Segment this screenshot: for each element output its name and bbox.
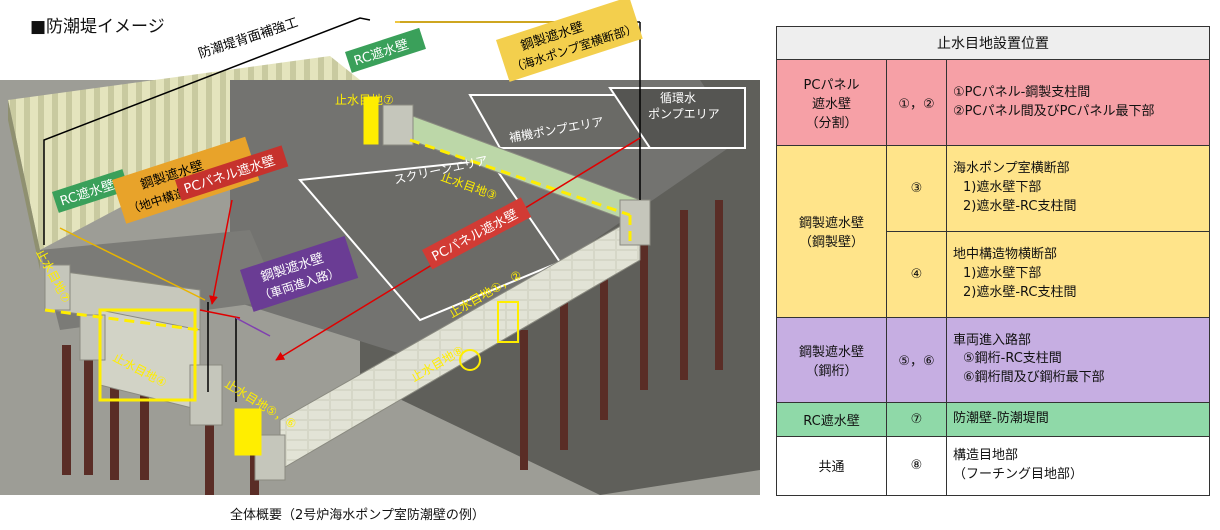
- table-header: 止水目地設置位置: [776, 26, 1210, 60]
- table-row: RC遮水壁 ⑦ 防潮壁‐防潮堤間: [776, 402, 1210, 437]
- row-joint-number: ⑧: [886, 435, 947, 497]
- row-joint-number: ①，②: [886, 58, 947, 147]
- table-row: 共通 ⑧ 構造目地部（フーチング目地部）: [776, 435, 1210, 497]
- rear-reinforcement-label: 防潮堤背面補強工: [196, 14, 300, 61]
- diagram-title: ■防潮堤イメージ: [30, 17, 165, 37]
- rc-wall-label-top: RC遮水壁: [345, 27, 426, 73]
- diagram-caption: 全体概要（2号炉海水ポンプ室防潮壁の例）: [230, 508, 485, 523]
- circ-pump-area-label: 循環水: [660, 91, 696, 105]
- seal-joint-lines: [44, 96, 632, 456]
- steel-wall-pump-label: 鋼製遮水壁 （海水ポンプ室横断部）: [496, 0, 643, 82]
- row-joint-number: ⑦: [886, 402, 947, 437]
- svg-text:ポンプエリア: ポンプエリア: [648, 107, 720, 121]
- row-description: 構造目地部（フーチング目地部）: [946, 435, 1210, 497]
- circ-pump-area: [608, 87, 746, 149]
- joint8-marker: [459, 349, 481, 371]
- row-category: PCパネル遮水壁（分割）: [776, 58, 887, 147]
- row-joint-number: ③: [886, 145, 947, 232]
- breakwater-3d-diagram: RC遮水壁 RC遮水壁 鋼製遮水壁 （海水ポンプ室横断部） 鋼製遮水壁 （地中構…: [0, 0, 760, 495]
- row-joint-number: ⑤，⑥: [886, 316, 947, 404]
- row-category: RC遮水壁: [776, 402, 887, 437]
- row-joint-number: ④: [886, 230, 947, 318]
- row-description: 防潮壁‐防潮堤間: [946, 402, 1210, 437]
- row-category: 共通: [776, 435, 887, 497]
- row-category: 鋼製遮水壁（鋼製壁）: [776, 145, 887, 318]
- joint7-label-top: 止水目地⑦: [335, 93, 394, 107]
- row-category: 鋼製遮水壁（鋼桁）: [776, 316, 887, 404]
